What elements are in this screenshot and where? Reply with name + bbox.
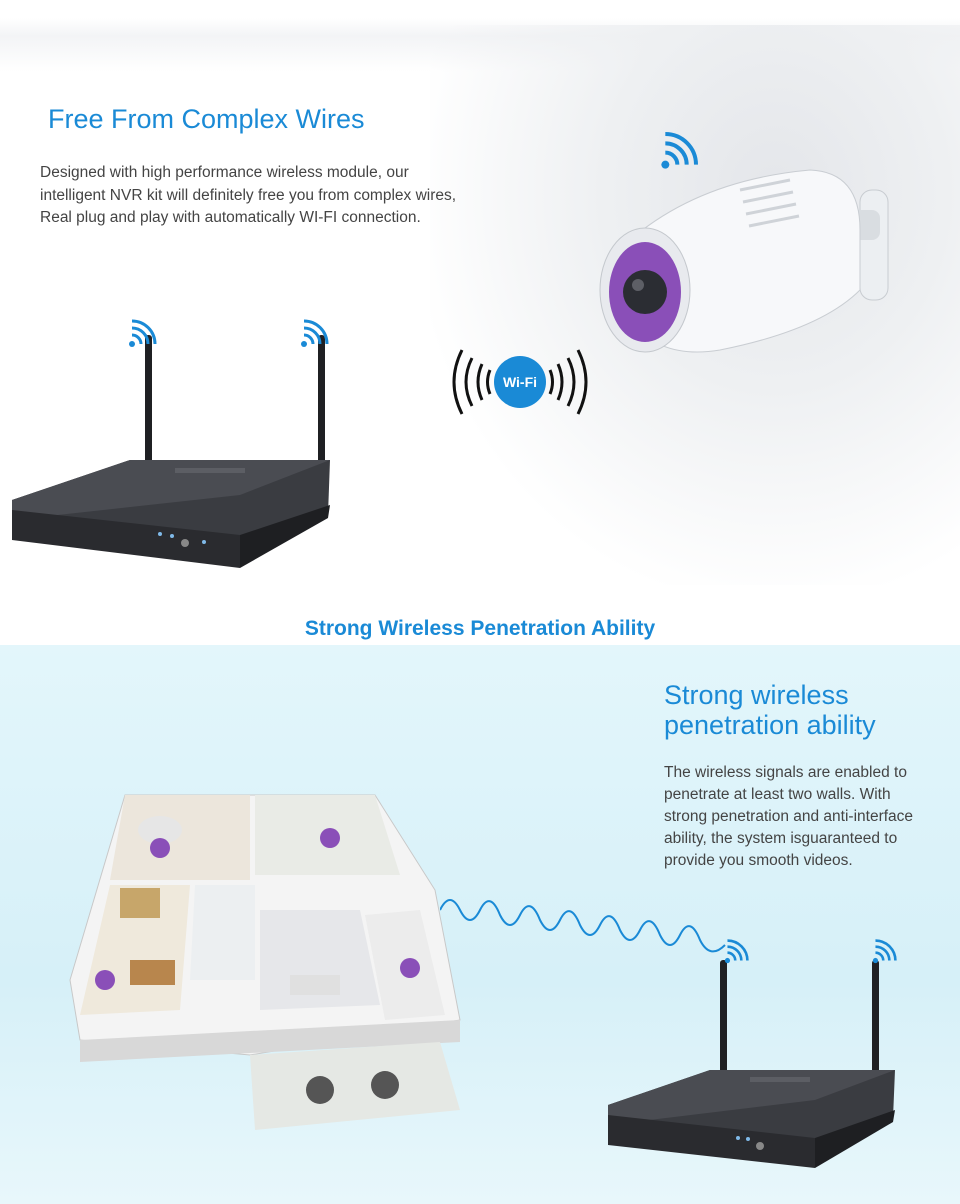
signal-wave xyxy=(440,899,726,953)
middle-title: Strong Wireless Penetration Ability xyxy=(304,617,656,640)
wifi-signal-icon xyxy=(129,319,157,347)
top-title: Free From Complex Wires xyxy=(48,104,365,134)
wifi-signal-icon xyxy=(872,939,897,964)
bullet-camera-image xyxy=(599,169,889,353)
wifi-signal-icon xyxy=(301,319,329,347)
nvr-power-button xyxy=(181,539,189,547)
nvr-antenna-right xyxy=(318,335,325,485)
bottom-title: Strong wireless penetration ability xyxy=(664,680,876,740)
floorplan-camera-3 xyxy=(95,970,115,990)
house-floorplan-image xyxy=(69,794,461,1130)
nvr-antenna-left xyxy=(145,335,152,485)
floorplan-camera-4 xyxy=(400,958,420,978)
bottom-description: The wireless signals are enabled to pene… xyxy=(664,764,914,869)
nvr-recorder-image-small xyxy=(608,960,895,1168)
floorplan-camera-1 xyxy=(150,838,170,858)
wifi-badge-icon: Wi-Fi xyxy=(452,349,588,415)
wifi-signal-icon xyxy=(661,132,698,169)
nvr-recorder-image xyxy=(12,335,330,568)
floorplan-camera-2 xyxy=(320,828,340,848)
nvr-front-panel xyxy=(12,510,240,568)
top-description: Designed with high performance wireless … xyxy=(40,164,457,226)
camera-antenna xyxy=(859,189,889,301)
wifi-badge-label: Wi-Fi xyxy=(503,374,537,390)
wifi-signal-icon xyxy=(724,939,749,964)
